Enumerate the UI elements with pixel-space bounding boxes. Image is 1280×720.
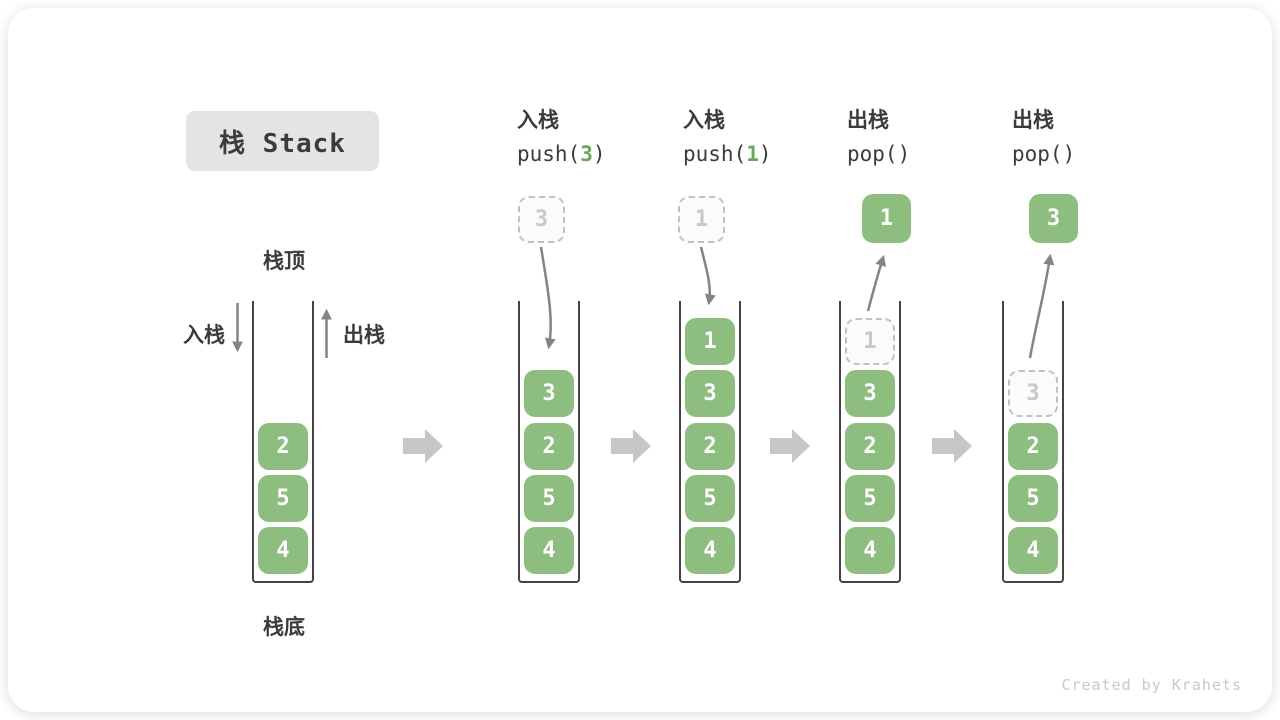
op-code: push(3) xyxy=(517,142,606,166)
stack-cell: 3 xyxy=(845,370,895,418)
stack-cell: 2 xyxy=(845,422,895,470)
credit-watermark: Created by Krahets xyxy=(1061,676,1242,694)
stack-cell: 2 xyxy=(1008,422,1058,470)
stack-bottom-label: 栈底 xyxy=(263,615,305,639)
push-1-arrow-icon xyxy=(699,246,716,306)
step-arrow-icon xyxy=(932,429,972,463)
stack-cell: 5 xyxy=(524,474,574,522)
pop-side-label: 出栈 xyxy=(343,323,385,347)
op-header-pop-3: 出栈 pop() xyxy=(1012,107,1075,167)
stack-top-label: 栈顶 xyxy=(263,249,305,273)
stack-cell: 5 xyxy=(258,474,308,522)
op-header-push-3: 入栈 push(3) xyxy=(517,107,606,167)
floating-value-box-push-3: 3 xyxy=(518,196,565,243)
stack-cell: 4 xyxy=(685,527,735,575)
stack-cell: 3 xyxy=(685,370,735,418)
op-code: pop() xyxy=(1012,142,1076,166)
op-header-push-1: 入栈 push(1) xyxy=(683,107,772,167)
op-label: 入栈 xyxy=(683,108,725,132)
step-arrow-icon xyxy=(611,429,651,463)
stack-cell: 4 xyxy=(258,527,308,575)
step-arrow-icon xyxy=(403,429,443,463)
stack-cell: 3 xyxy=(524,370,574,418)
op-label: 入栈 xyxy=(517,108,559,132)
stack-cell: 1 xyxy=(685,318,735,365)
step-arrow-icon xyxy=(770,429,810,463)
diagram-title: 栈 Stack xyxy=(186,111,379,171)
op-code: push(1) xyxy=(683,142,772,166)
stack-cell: 3 xyxy=(1008,370,1058,418)
op-label: 出栈 xyxy=(847,108,889,132)
stack-cell: 4 xyxy=(524,527,574,575)
stack-cell: 1 xyxy=(845,318,895,365)
floating-value-box-push-1: 1 xyxy=(678,196,725,243)
op-label: 出栈 xyxy=(1012,108,1054,132)
floating-value-box-pop-3: 3 xyxy=(1029,194,1078,243)
op-code: pop() xyxy=(847,142,911,166)
floating-value-box-pop-1: 1 xyxy=(862,194,911,243)
push-side-label: 入栈 xyxy=(183,323,225,347)
stack-cell: 4 xyxy=(845,527,895,575)
stack-cell: 4 xyxy=(1008,527,1058,575)
op-header-pop-1: 出栈 pop() xyxy=(847,107,910,167)
stack-cell: 5 xyxy=(685,474,735,522)
stack-cell: 2 xyxy=(258,422,308,470)
stack-cell: 2 xyxy=(524,422,574,470)
stack-cell: 5 xyxy=(845,474,895,522)
stack-cell: 5 xyxy=(1008,474,1058,522)
stack-cell: 2 xyxy=(685,422,735,470)
